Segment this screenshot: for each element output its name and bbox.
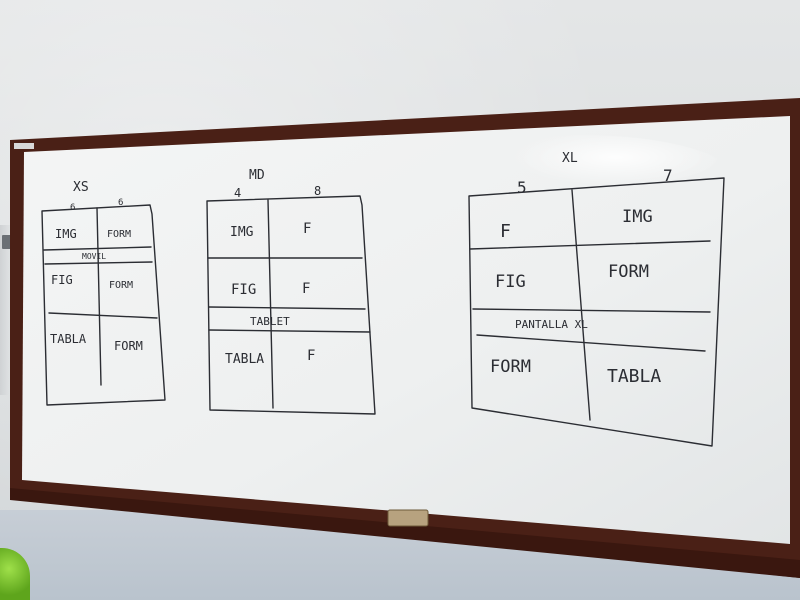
sketch-md-cell-r2c1: FIG: [231, 282, 256, 298]
sketch-md-bar-top: [208, 306, 366, 310]
sketch-xs-col2-width: 6: [118, 198, 123, 208]
sketch-xs-cell-r2c2: FORM: [109, 280, 133, 291]
sketch-xs-cell-r2c1: FIG: [51, 273, 73, 287]
sketch-xl-cell-r3c1: FORM: [490, 357, 531, 377]
light-glare: [430, 135, 730, 215]
sketch-xs-bar-label: MOVIL: [82, 252, 106, 261]
sketch-xl-col1-width: 5: [517, 178, 527, 197]
sketch-md-heading: MD: [249, 168, 265, 183]
sketch-xs-outline: [41, 204, 166, 406]
sketch-xl-bar-label: PANTALLA XL: [515, 318, 588, 331]
sketch-xs-divider-v: [96, 207, 102, 386]
sketch-xl-cell-r2c2: FORM: [608, 262, 649, 282]
sketch-xs-row-divider: [48, 312, 158, 319]
sketch-md-outline: [206, 195, 376, 415]
sketch-xl: XL 5 7 F IMG FIG FORM PANTALLA XL FORM T…: [468, 151, 725, 447]
sketch-xl-bar-top: [472, 308, 711, 313]
sketch-xl-heading: XL: [562, 151, 578, 166]
device-slot: [2, 235, 12, 249]
sketch-xs-bar-top: [43, 246, 152, 251]
sketch-md-cell-r1c2: F: [303, 221, 311, 237]
frame-label: [14, 143, 34, 149]
sketch-xl-col2-width: 7: [663, 166, 673, 185]
sketch-xs-cell-r1c2: FORM: [107, 229, 131, 240]
sketch-md-cell-r3c2: F: [307, 348, 315, 364]
sketch-md-col1-width: 4: [234, 186, 241, 200]
marker-tray: [10, 488, 800, 578]
sketch-xl-cell-r1c2: IMG: [622, 207, 653, 227]
sketch-xs-cell-r1c1: IMG: [55, 227, 77, 241]
sketch-xl-divider-v: [571, 189, 591, 421]
sketch-xs-cell-r3c2: FORM: [114, 339, 143, 353]
sketch-xl-cell-r1c1: F: [500, 221, 511, 242]
sketch-xl-outline: [468, 177, 725, 447]
whiteboard-surface: [22, 116, 790, 544]
sketch-xs-bar-bottom: [44, 261, 153, 265]
sketch-md-bar-bottom: [208, 329, 371, 333]
sketch-md-cell-r2c2: F: [302, 281, 310, 297]
sketch-xl-cell-r3c2: TABLA: [607, 366, 661, 387]
sketch-xl-row-divider-1: [469, 240, 711, 250]
sketch-xl-bar-bottom: [476, 334, 706, 352]
sketch-md-cell-r3c1: TABLA: [225, 352, 264, 367]
sketch-xs: XS 6 6 IMG FORM MOVIL FIG FORM TABLA FOR…: [41, 180, 166, 406]
sketch-xs-heading: XS: [73, 180, 89, 195]
sketch-md-cell-r1c1: IMG: [230, 225, 254, 240]
sketch-xs-cell-r3c1: TABLA: [50, 332, 87, 346]
sketch-xs-col1-width: 6: [70, 203, 75, 213]
sketch-xl-cell-r2c1: FIG: [495, 272, 526, 292]
sketch-md-bar-label: TABLET: [250, 315, 290, 328]
tray-clip: [387, 509, 429, 527]
sketch-md-divider-v: [267, 199, 274, 409]
sketch-md-col2-width: 8: [314, 184, 321, 198]
sketch-md: MD 4 8 IMG F FIG F TABLET TABLA F: [206, 168, 376, 415]
